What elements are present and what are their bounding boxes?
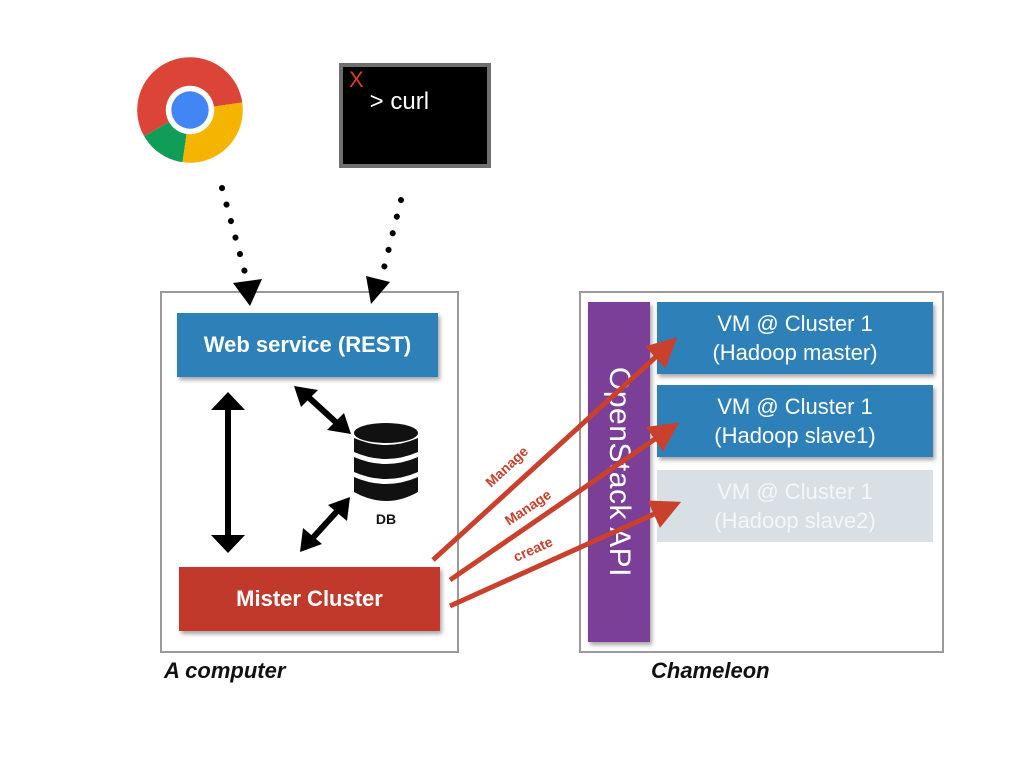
vm-title: VM @ Cluster 1: [717, 479, 873, 504]
mister-cluster-box: Mister Cluster: [179, 567, 440, 631]
close-icon: X: [349, 67, 364, 92]
chameleon-panel: [579, 291, 944, 653]
db-label: DB: [375, 511, 397, 527]
vm-title: VM @ Cluster 1: [717, 394, 873, 419]
vm-role: (Hadoop master): [712, 340, 878, 365]
vm-hadoop-slave2: VM @ Cluster 1 (Hadoop slave2): [657, 470, 933, 542]
vm-role: (Hadoop slave1): [714, 423, 876, 448]
manage-master-arrow: [431, 337, 678, 562]
vm-hadoop-slave1: VM @ Cluster 1 (Hadoop slave1): [657, 385, 933, 457]
db-mister-double-arrow: [300, 497, 350, 552]
vm-role: (Hadoop slave2): [714, 508, 876, 533]
computer-panel: [160, 291, 459, 653]
create-slave2-arrow: [448, 500, 682, 609]
chameleon-caption: Chameleon: [651, 658, 770, 683]
vm-title: VM @ Cluster 1: [717, 311, 873, 336]
manage-slave1-arrow: [448, 422, 680, 583]
web-service-box: Web service (REST): [177, 313, 438, 377]
terminal-command: > curl: [363, 88, 430, 115]
openstack-api-bar: OpenStack API: [588, 302, 650, 642]
terminal-window: X > curl: [339, 63, 491, 168]
chrome-browser-icon: [137, 57, 243, 163]
chrome-to-web-arrow: [219, 185, 262, 306]
curl-to-web-arrow: [366, 197, 404, 304]
computer-caption: A computer: [164, 658, 286, 683]
manage-label-1: Manage: [482, 443, 531, 490]
database-icon: [354, 423, 418, 501]
vm-hadoop-master: VM @ Cluster 1 (Hadoop master): [657, 302, 933, 374]
web-db-double-arrow: [294, 386, 351, 434]
web-mister-double-arrow: [211, 392, 245, 553]
